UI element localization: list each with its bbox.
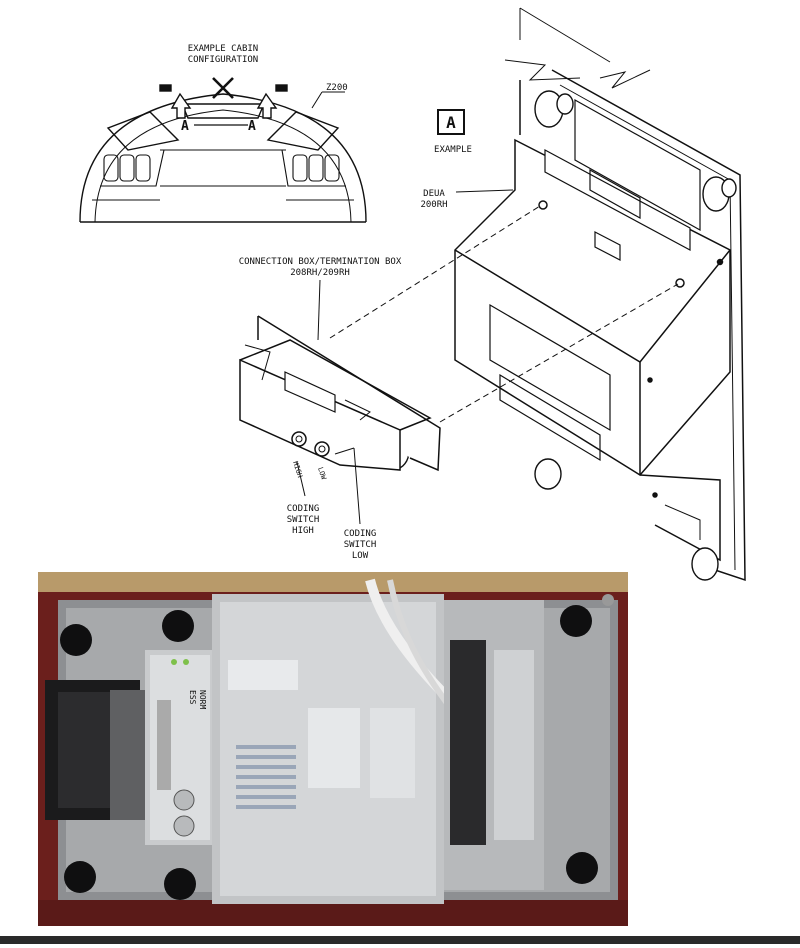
photo-knob [64, 861, 96, 893]
coding-high-line1: CODING [287, 504, 320, 514]
cabin-section [79, 77, 367, 223]
deua-unit [454, 138, 731, 562]
deua-label-line1: DEUA [423, 189, 445, 199]
mounting-tray [504, 7, 746, 582]
coding-low-line2: SWITCH [344, 540, 377, 550]
connection-box-label-line2: 208RH/209RH [290, 268, 350, 278]
photo-knob [162, 610, 194, 642]
coding-high-line3: HIGH [292, 526, 314, 536]
coding-low-line3: LOW [352, 551, 369, 561]
connection-box [239, 315, 441, 472]
cabin-title-line1: EXAMPLE CABIN [188, 44, 258, 54]
photo-ess-label: ESS [188, 690, 197, 705]
cabin-ref-label: Z200 [326, 83, 348, 93]
switch-low-label: LOW [316, 466, 328, 481]
section-mark-right: A [248, 119, 256, 134]
coding-low-line1: CODING [344, 529, 377, 539]
coding-high-line2: SWITCH [287, 515, 320, 525]
section-mark-left: A [181, 119, 189, 134]
connection-box-label-line1: CONNECTION BOX/TERMINATION BOX [239, 257, 402, 267]
right-overhead-bin [266, 111, 340, 151]
photo-knob [566, 852, 598, 884]
deua-label-line2: 200RH [420, 200, 447, 210]
bottom-strip [0, 936, 800, 944]
alignment-lines [329, 205, 679, 423]
photo-knob [60, 624, 92, 656]
photo-rear-connector [450, 640, 486, 845]
photo-norm-label: NORM [198, 690, 207, 709]
view-a-box [437, 109, 465, 135]
left-location-arrow [170, 92, 192, 119]
left-overhead-bin [106, 111, 180, 151]
cabin-title-line2: CONFIGURATION [188, 55, 258, 65]
equipment-photo [38, 572, 628, 926]
photo-knob [164, 868, 196, 900]
view-a-letter: A [446, 113, 456, 132]
fuselage-outline [79, 93, 367, 223]
right-location-arrow [256, 92, 278, 119]
photo-knob [560, 605, 592, 637]
view-a-caption: EXAMPLE [434, 145, 472, 155]
